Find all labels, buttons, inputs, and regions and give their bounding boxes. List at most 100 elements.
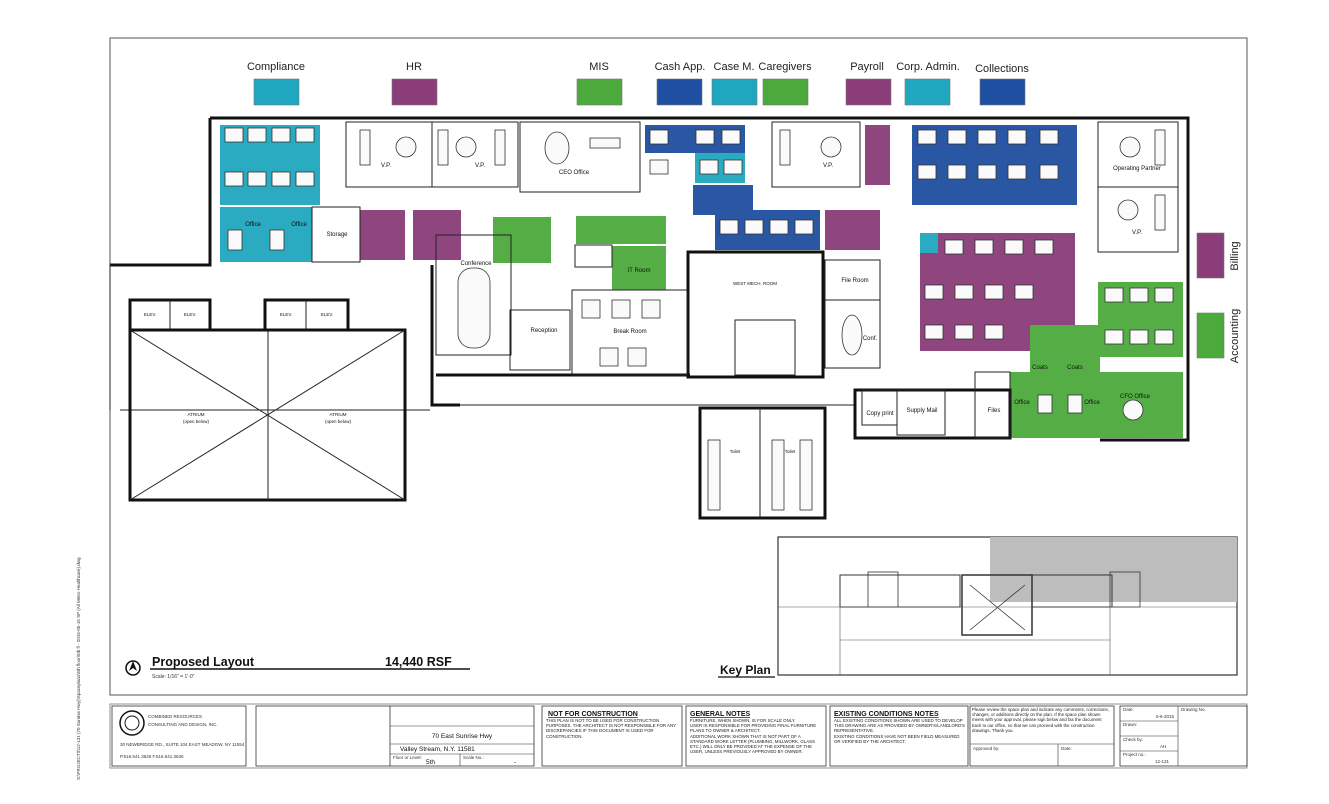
- room-label: Coats: [1032, 365, 1048, 371]
- existing-note: EXISTING CONDITIONS HAVE NOT BEEN FIELD …: [834, 733, 960, 744]
- room-label: (open below): [325, 419, 352, 424]
- legend-swatch: [391, 78, 438, 106]
- drawn-label: Drawn:: [1123, 722, 1137, 727]
- nfc-title: NOT FOR CONSTRUCTION: [548, 711, 638, 718]
- scale-label: Scale No.:: [463, 755, 484, 760]
- drawing-no-label: Drawing No.: [1181, 707, 1206, 712]
- legend-swatch: [762, 78, 809, 106]
- room-label: File Room: [841, 278, 868, 284]
- room-label: ELEV.: [184, 312, 196, 317]
- room-label: ATRIUM: [330, 412, 347, 417]
- accounting-swatch: [1196, 312, 1225, 359]
- legend-label: Corp. Admin.: [896, 61, 960, 73]
- checked-value: AH: [1160, 744, 1166, 749]
- general-notes-title: GENERAL NOTES: [690, 711, 750, 718]
- company-name: COMBINED RESOURCES: [148, 714, 202, 719]
- room-label: Toilet: [785, 449, 796, 454]
- legend-label: Collections: [975, 63, 1029, 75]
- room-label: (open below): [183, 419, 210, 424]
- room-label: Reception: [530, 328, 557, 334]
- project-no-value: 12-131: [1155, 759, 1170, 764]
- billing-swatch: [1196, 232, 1225, 279]
- room-label: Office: [245, 222, 261, 228]
- building-walls: [109, 116, 1190, 520]
- department-legend: Compliance HR MIS Cash App. Case M. Care…: [247, 61, 1029, 106]
- date-field-label: Date:: [1123, 707, 1134, 712]
- room-label: Conf.: [863, 336, 878, 342]
- room-label: ELEV.: [280, 312, 292, 317]
- floor-value: 5th: [426, 759, 435, 766]
- floor-label: Floor or Level:: [393, 755, 422, 760]
- project-street: 70 East Sunrise Hwy: [432, 733, 493, 740]
- room-label: Copy print: [866, 411, 894, 417]
- room-label: ELEV.: [144, 312, 156, 317]
- nfc-text: THIS PLAN IS NOT TO BE USED FOR CONSTRUC…: [546, 718, 676, 739]
- room-label: Conference: [460, 261, 492, 267]
- general-note: FURNITURE, WHEN SHOWN, IS FOR SCALE ONLY…: [690, 718, 796, 723]
- room-label: ELEV.: [321, 312, 333, 317]
- legend-label: Caregivers: [758, 61, 812, 73]
- room-label: V.P.: [1132, 230, 1142, 236]
- side-legend: Billing Accounting: [1196, 232, 1241, 363]
- title-block: COMBINED RESOURCES CONSULTING AND DESIGN…: [109, 703, 1248, 769]
- room-label: Break Room: [613, 329, 646, 335]
- file-path: S:\PROJECTS\12-131 (70 Sunrise Hwy)\Spac…: [76, 557, 81, 780]
- legend-label: Case M.: [714, 61, 755, 73]
- room-label: V.P.: [475, 163, 485, 169]
- room-label: Operating Partner: [1113, 166, 1161, 172]
- project-no-label: Project no.:: [1123, 752, 1146, 757]
- approved-label: Approved by:: [973, 746, 1000, 751]
- date-sign-label: Date:: [1061, 746, 1072, 751]
- room-label: Toilet: [730, 449, 741, 454]
- room-label: Office: [291, 222, 307, 228]
- company-subtitle: CONSULTING AND DESIGN, INC.: [148, 722, 218, 727]
- room-label: V.P.: [381, 163, 391, 169]
- room-label: Office: [1084, 400, 1100, 406]
- room-label: CFO Office: [1120, 394, 1151, 400]
- existing-note: ALL EXISTING CONDITIONS SHOWN ARE USED T…: [834, 718, 965, 734]
- checked-label: Check by:: [1123, 737, 1143, 742]
- room-label: Supply Mail: [906, 408, 937, 414]
- room-labels: V.P. V.P. CEO Office V.P. Operating Part…: [144, 163, 1161, 454]
- existing-conditions-title: EXISTING CONDITIONS NOTES: [834, 711, 939, 718]
- company-phone: P.516.541.3626 F.516.541.3630: [120, 754, 184, 759]
- drawing-scale: Scale: 1/16" = 1'-0": [152, 674, 195, 680]
- review-text: Please review the space plan and indicat…: [972, 707, 1109, 733]
- legend-swatch: [904, 78, 951, 106]
- room-label: ATRIUM: [188, 412, 205, 417]
- legend-label: Compliance: [247, 61, 305, 73]
- room-label: WEST MECH. ROOM: [733, 281, 777, 286]
- accounting-label: Accounting: [1229, 309, 1241, 363]
- project-city: Valley Stream, N.Y. 11581: [400, 746, 475, 753]
- legend-swatch: [979, 78, 1026, 106]
- date-value: 5-6-2015: [1156, 714, 1175, 719]
- general-note: USER IS RESPONSIBLE FOR PROVIDING FINAL …: [690, 723, 817, 734]
- area-rsf: 14,440 RSF: [385, 655, 452, 669]
- room-label: Files: [988, 408, 1001, 414]
- legend-swatch: [656, 78, 703, 106]
- room-label: CEO Office: [559, 170, 590, 176]
- room-label: V.P.: [823, 163, 833, 169]
- legend-label: HR: [406, 61, 422, 73]
- legend-swatch: [845, 78, 892, 106]
- legend-swatch: [576, 78, 623, 106]
- company-address: 30 NEWBRIDGE RD., SUITE 104 EAST MEADOW,…: [120, 742, 245, 747]
- proposed-layout-title: Proposed Layout: [152, 655, 255, 669]
- legend-label: MIS: [589, 61, 609, 73]
- key-plan: [777, 536, 1238, 676]
- legend-swatch: [253, 78, 300, 106]
- furniture: [224, 127, 1174, 511]
- drawing-title: Proposed Layout Scale: 1/16" = 1'-0" 14,…: [125, 655, 775, 680]
- room-label: Office: [1014, 400, 1030, 406]
- room-label: Coats: [1067, 365, 1083, 371]
- billing-label: Billing: [1229, 241, 1241, 270]
- room-label: Storage: [326, 232, 348, 238]
- legend-label: Cash App.: [655, 61, 706, 73]
- scale-value: -: [514, 759, 516, 766]
- general-note: ADDITIONAL WORK SHOWN THAT IS NOT PART O…: [690, 733, 815, 755]
- legend-swatch: [711, 78, 758, 106]
- key-plan-label: Key Plan: [720, 663, 771, 677]
- legend-label: Payroll: [850, 61, 884, 73]
- room-label: IT Room: [628, 268, 651, 274]
